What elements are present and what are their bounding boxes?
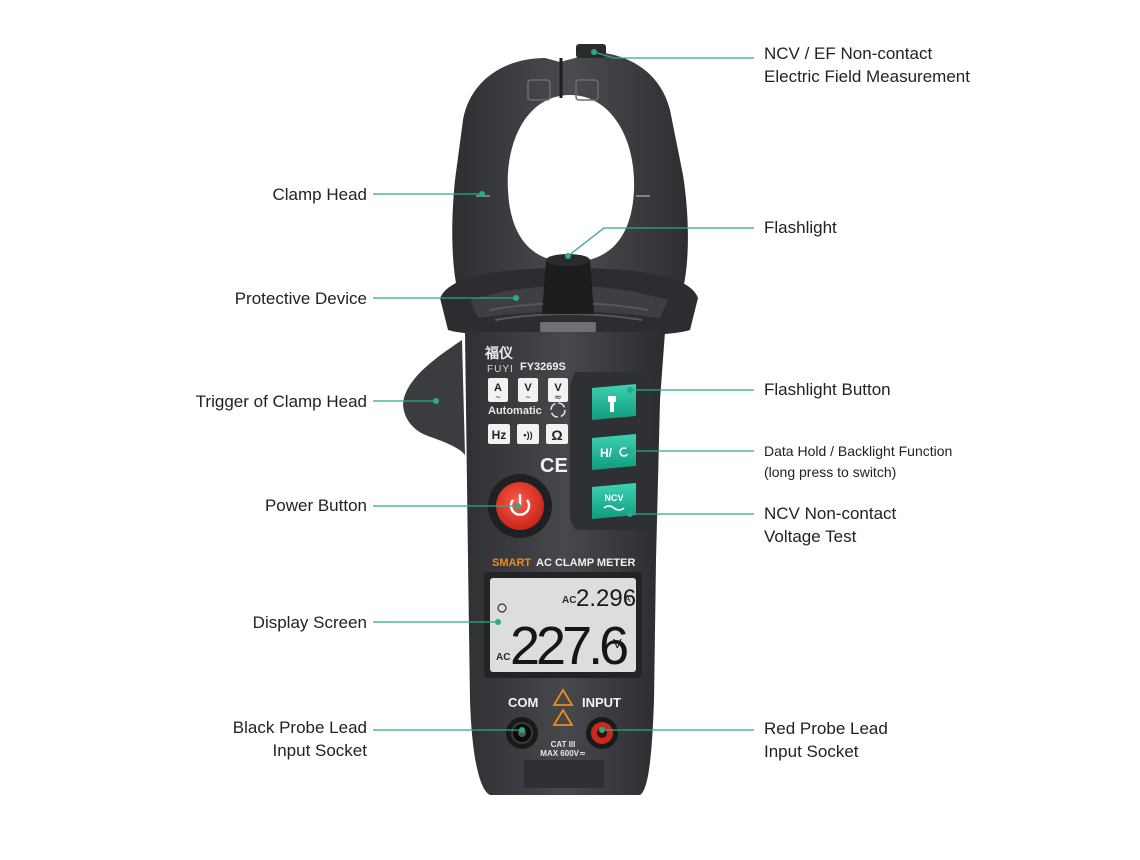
label-trigger: Trigger of Clamp Head — [195, 392, 367, 411]
title-ac-clamp-meter: AC CLAMP METER — [536, 557, 635, 569]
label-black-probe-line1: Black Probe Lead — [232, 718, 367, 737]
label-flashlight: Flashlight — [764, 218, 837, 237]
label-power-button: Power Button — [264, 496, 367, 515]
callout-lines — [373, 51, 754, 731]
label-black-probe-line2: Input Socket — [272, 741, 367, 760]
label-ncv-ef-line2: Electric Field Measurement — [764, 67, 970, 86]
title-smart: SMART — [492, 557, 531, 569]
ce-mark: CE — [540, 455, 568, 477]
wave-icon — [603, 505, 625, 511]
ncv-sensor-tip — [576, 44, 606, 58]
secondary-prefix: AC — [562, 595, 576, 606]
label-ncv-voltage-line2: Voltage Test — [764, 527, 857, 546]
svg-text:~: ~ — [525, 392, 530, 402]
svg-text:NCV: NCV — [604, 493, 623, 503]
clamp-head — [452, 52, 688, 300]
flashlight — [542, 260, 594, 314]
svg-text:H/: H/ — [600, 446, 613, 460]
data-hold-button[interactable]: H/ — [592, 434, 636, 470]
input-label: INPUT — [582, 695, 621, 710]
label-black-probe: Black Probe Lead Input Socket — [233, 716, 367, 762]
secondary-value: 2.296 — [576, 585, 636, 612]
svg-text:Ω: Ω — [551, 427, 562, 443]
max-voltage: MAX 600V≂ — [540, 749, 585, 758]
brand-cn: 福仪 — [484, 345, 514, 361]
label-flashlight-button: Flashlight Button — [764, 380, 891, 399]
model-number: FY3269S — [520, 361, 566, 373]
label-ncv-voltage: NCV Non-contact Voltage Test — [764, 502, 896, 548]
label-clamp-head: Clamp Head — [272, 185, 368, 204]
svg-text:Hz: Hz — [492, 428, 507, 442]
flashlight-icon — [608, 396, 616, 412]
primary-prefix: AC — [496, 652, 510, 663]
svg-text:V: V — [554, 382, 562, 394]
warning-icon — [552, 688, 574, 726]
ncv-button[interactable]: NCV — [592, 483, 636, 519]
svg-text:A: A — [494, 382, 502, 394]
label-data-hold: Data Hold / Backlight Function (long pre… — [764, 441, 952, 483]
cat-rating: CAT III — [551, 740, 576, 749]
svg-text:≂: ≂ — [554, 392, 562, 402]
com-label: COM — [508, 695, 538, 710]
label-ncv-ef-line1: NCV / EF Non-contact — [764, 44, 933, 63]
svg-text:V: V — [524, 382, 532, 394]
secondary-unit: A — [624, 594, 631, 605]
svg-text:•)): •)) — [523, 430, 532, 440]
display-screen: AC 2.296 A 227.6 V AC — [484, 572, 642, 678]
trigger-of-clamp-head — [403, 340, 465, 455]
brand-name: FUYI — [487, 364, 514, 375]
svg-text:~: ~ — [495, 392, 500, 402]
label-data-hold-line2: (long press to switch) — [764, 464, 897, 480]
label-red-probe-line1: Red Probe Lead — [764, 719, 888, 738]
flashlight-button[interactable] — [592, 384, 636, 420]
callout-dots — [433, 49, 633, 733]
label-data-hold-line1: Data Hold / Backlight Function — [764, 443, 953, 459]
mode-icons: A ~ V ~ V ≂ Automatic Hz •)) Ω CE — [488, 378, 568, 477]
label-red-probe: Red Probe Lead Input Socket — [764, 717, 888, 763]
automatic-label: Automatic — [488, 405, 542, 417]
label-ncv-voltage-line1: NCV Non-contact — [764, 504, 897, 523]
primary-unit: V — [613, 636, 622, 651]
primary-value: 227.6 — [510, 616, 627, 676]
auto-off-icon — [497, 603, 507, 613]
label-display-screen: Display Screen — [252, 613, 367, 632]
label-ncv-ef: NCV / EF Non-contact Electric Field Meas… — [764, 42, 970, 88]
label-red-probe-line2: Input Socket — [764, 742, 859, 761]
label-protective-device: Protective Device — [234, 289, 367, 308]
